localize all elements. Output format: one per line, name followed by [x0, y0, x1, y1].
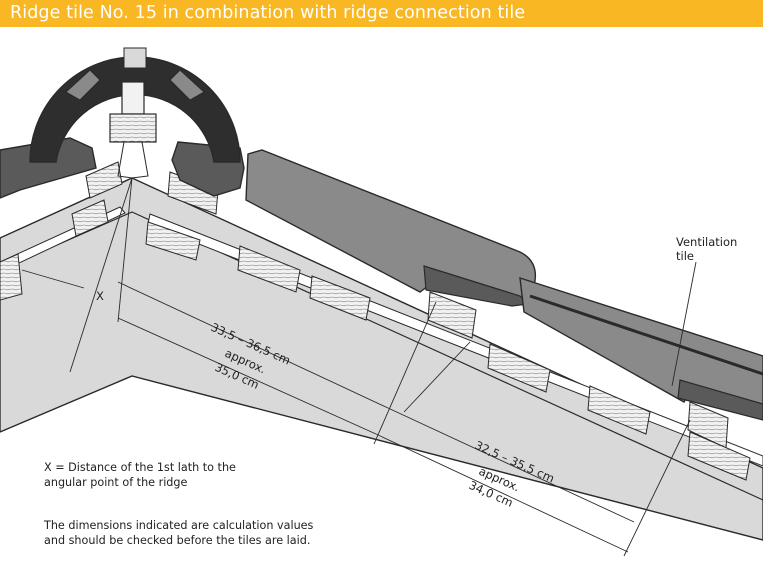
page-title: Ridge tile No. 15 in combination with ri… — [0, 0, 763, 27]
dimensions-note: The dimensions indicated are calculation… — [44, 518, 313, 548]
x-definition-line2: angular point of the ridge — [44, 476, 188, 489]
dimension-lines — [21, 177, 697, 557]
x-label: X — [96, 289, 104, 303]
x-definition-line1: X = Distance of the 1st lath to the — [44, 461, 236, 474]
laths-right — [145, 171, 751, 481]
ventilation-tile-stripe — [529, 294, 763, 376]
ventilation-label-line1: Ventilation — [676, 235, 737, 249]
ventilation-tile-underside — [677, 379, 763, 421]
ridge-connection-tile-left — [0, 137, 97, 199]
ventilation-label-line2: tile — [676, 249, 694, 263]
tile-right-underside — [423, 265, 530, 307]
ridge-board — [109, 81, 157, 179]
ridge-diagram: X 33,5 – 36,5 cm approx. 35,0 cm 32,5 – … — [0, 47, 763, 557]
laths-left — [0, 161, 123, 301]
x-definition-note: X = Distance of the 1st lath to the angu… — [44, 460, 236, 490]
dimensions-note-line1: The dimensions indicated are calculation… — [44, 519, 314, 532]
dimensions-note-line2: and should be checked before the tiles a… — [44, 534, 311, 547]
ridge-tile — [29, 47, 241, 163]
